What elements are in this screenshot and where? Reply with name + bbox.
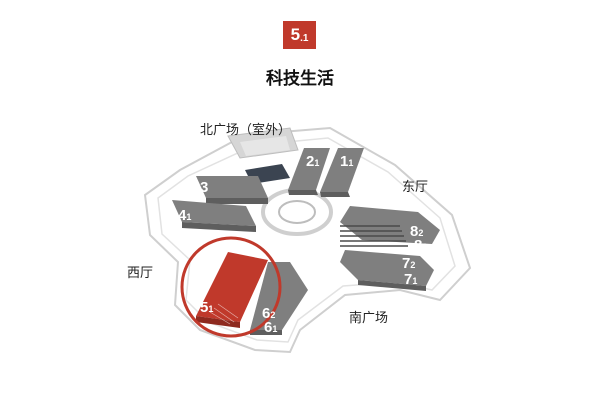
hall-label-8-2: 82 xyxy=(410,223,423,240)
hall-label-8-1: 81 xyxy=(414,237,427,254)
hall-label-5-1: 51 xyxy=(200,299,213,316)
hall-label-7-2: 72 xyxy=(402,255,415,272)
hall-label-1-1: 11 xyxy=(340,153,353,170)
hall-label-7-1: 71 xyxy=(404,271,417,288)
badge-main: 5 xyxy=(290,25,301,44)
north-plaza xyxy=(227,127,299,184)
area-label-west: 西厅 xyxy=(127,266,153,281)
hall-7[interactable] xyxy=(340,250,434,291)
badge-sub: .1 xyxy=(300,32,309,44)
hall-label-2-1: 21 xyxy=(306,153,319,170)
hall-8[interactable] xyxy=(340,206,440,247)
hall-1-1[interactable] xyxy=(320,148,364,197)
highlight-circle xyxy=(180,236,282,338)
center-ring xyxy=(261,188,333,236)
area-label-north: 北广场（室外） xyxy=(200,122,291,138)
hall-label-6-1: 61 xyxy=(264,319,277,336)
area-label-south: 南广场 xyxy=(349,310,388,326)
hall-label-3: 3 xyxy=(200,179,208,196)
area-label-east: 东厅 xyxy=(402,180,428,195)
hall-5-1[interactable] xyxy=(196,252,268,328)
hall-label-6-2: 62 xyxy=(262,305,275,322)
hall-2-1[interactable] xyxy=(288,148,330,195)
section-badge: 5.1 xyxy=(283,21,316,49)
hall-3[interactable] xyxy=(196,176,268,204)
page-title: 科技生活 xyxy=(266,69,334,89)
hall-4-1[interactable] xyxy=(172,200,256,232)
hall-label-4-1: 41 xyxy=(178,207,191,224)
